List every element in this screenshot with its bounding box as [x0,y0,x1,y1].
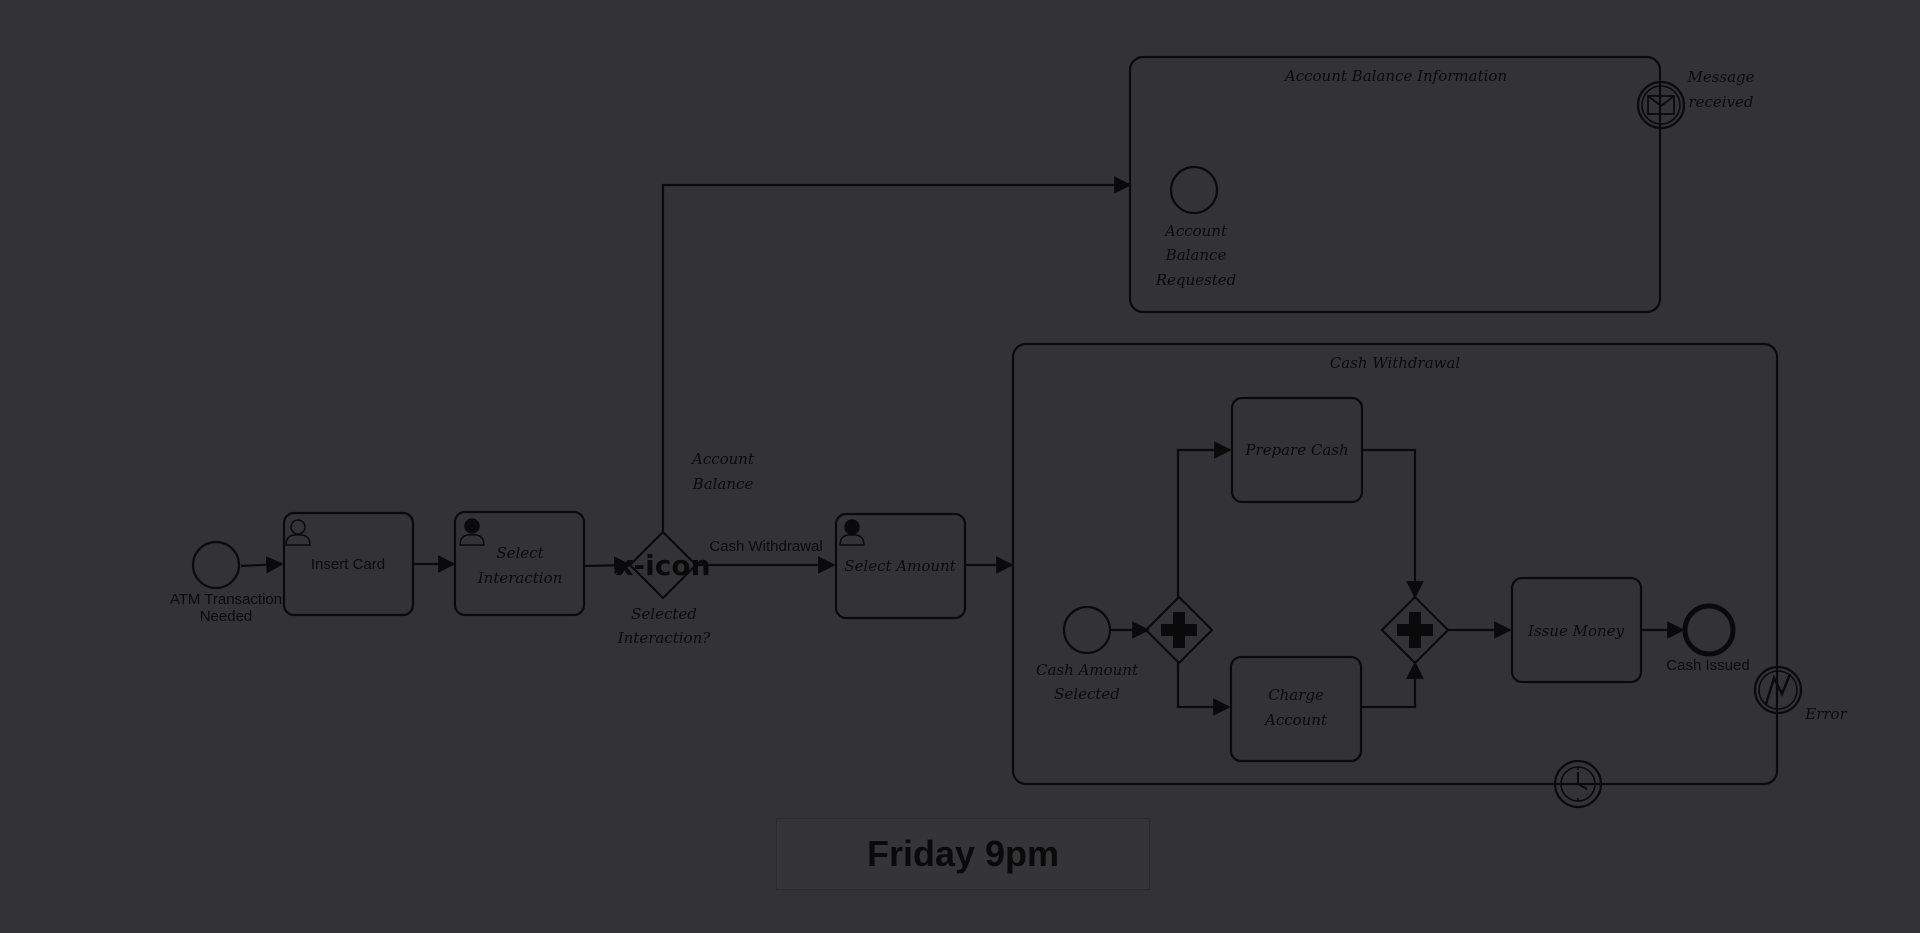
flow-label-account-balance-2: Balance [692,475,754,493]
parallel-gateway-join[interactable] [1380,595,1450,665]
subprocess-cash-withdrawal[interactable] [1011,342,1779,786]
flow-charge-join [1361,661,1424,709]
parallel-gateway-split[interactable] [1144,595,1214,665]
task-insert-card-label: Insert Card [311,556,385,573]
x-icon: x-icon [615,549,710,582]
task-prepare-cash[interactable] [1230,396,1364,504]
user-icon [839,519,865,546]
plus-icon [1397,612,1433,648]
flow-label-cash-withdrawal: Cash Withdrawal [709,538,822,555]
balance-start-label-2: Balance [1165,246,1227,264]
message-event-label: Message [1686,68,1754,86]
subprocess-account-balance[interactable] [1128,55,1662,314]
cash-start-label-2: Selected [1054,685,1120,703]
clock-icon[interactable] [1553,759,1603,809]
task-select-amount-label: Select Amount [844,557,956,575]
cash-start-label: Cash Amount [1036,661,1139,679]
cash-end-label: Cash Issued [1666,657,1749,674]
lightning-icon[interactable] [1753,665,1803,715]
start-event[interactable] [191,540,241,590]
flow-split-prepare [1176,441,1232,598]
message-event-label-2: received [1688,93,1753,111]
time-banner: Friday 9pm [776,818,1150,890]
plus-icon [1161,612,1197,648]
flow-select-gateway [583,556,632,575]
flow-label-account-balance: Account [690,450,755,468]
task-charge-account-label-2: Account [1263,711,1328,729]
task-prepare-cash-label: Prepare Cash [1244,441,1348,459]
flow-split-charge [1176,662,1231,716]
start-event-label-2: Needed [200,608,253,625]
flow-gateway-balance [661,176,1132,533]
balance-start-label: Account [1163,222,1228,240]
task-select-amount[interactable] [834,512,967,620]
subprocess-balance-title: Account Balance Information [1283,67,1507,85]
cash-end-event[interactable] [1682,603,1736,657]
task-issue-money-label: Issue Money [1527,622,1625,640]
task-select-interaction[interactable] [453,510,586,617]
gateway-label-2: Interaction? [617,629,712,647]
cash-start-event[interactable] [1062,605,1112,655]
flow-prepare-join [1362,448,1424,599]
user-icon [285,519,311,546]
task-issue-money[interactable] [1510,576,1643,684]
task-select-interaction-label-2: Interaction [477,569,563,587]
envelope-icon[interactable] [1636,80,1686,130]
balance-start-label-3: Requested [1155,271,1237,289]
task-charge-account-label: Charge [1268,686,1324,704]
task-select-interaction-label: Select [496,544,544,562]
task-charge-account[interactable] [1229,655,1363,763]
user-icon [459,518,485,546]
flow-start-insert [240,555,284,574]
gateway-label: Selected [631,605,697,623]
subprocess-cash-title: Cash Withdrawal [1330,354,1461,372]
task-insert-card[interactable] [282,511,415,617]
error-event-label: Error [1804,705,1847,723]
exclusive-gateway[interactable] [628,530,698,600]
start-event-label: ATM Transaction [170,591,282,608]
balance-start-event[interactable] [1169,165,1219,215]
